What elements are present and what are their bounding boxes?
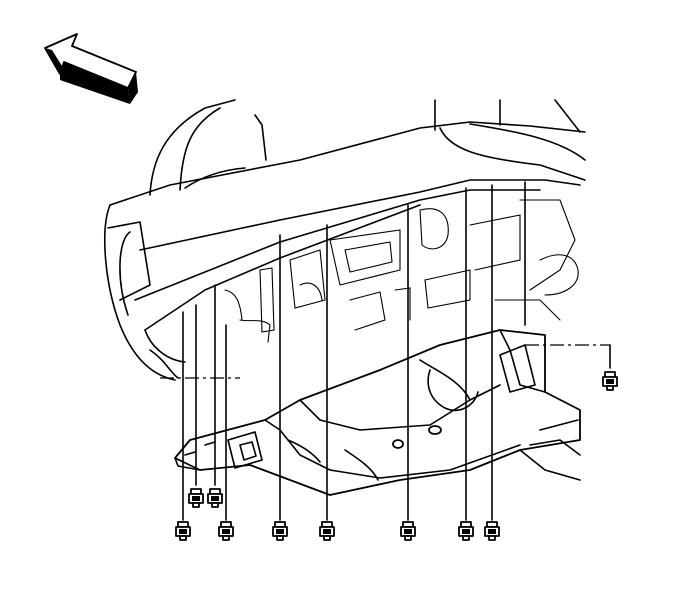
fastener-bolt-466	[458, 521, 474, 541]
fastener-bolt-327	[319, 521, 335, 541]
underbody-shield-panel	[174, 329, 581, 496]
frame-and-engine-details	[224, 199, 579, 343]
fastener-bolt-196	[188, 488, 204, 508]
fastener-bolt-226	[218, 521, 234, 541]
fastener-leader-lines	[160, 181, 611, 521]
fastener-bolt-492	[484, 521, 500, 541]
fastener-bolt-side	[602, 371, 618, 391]
view-direction-arrow-icon	[44, 33, 138, 104]
fastener-bolt-408	[400, 521, 416, 541]
fastener-bolt-280	[272, 521, 288, 541]
fastener-bolt-215	[207, 488, 223, 508]
front-fascia-bumper	[104, 99, 586, 381]
fastener-bolt-183	[175, 521, 191, 541]
